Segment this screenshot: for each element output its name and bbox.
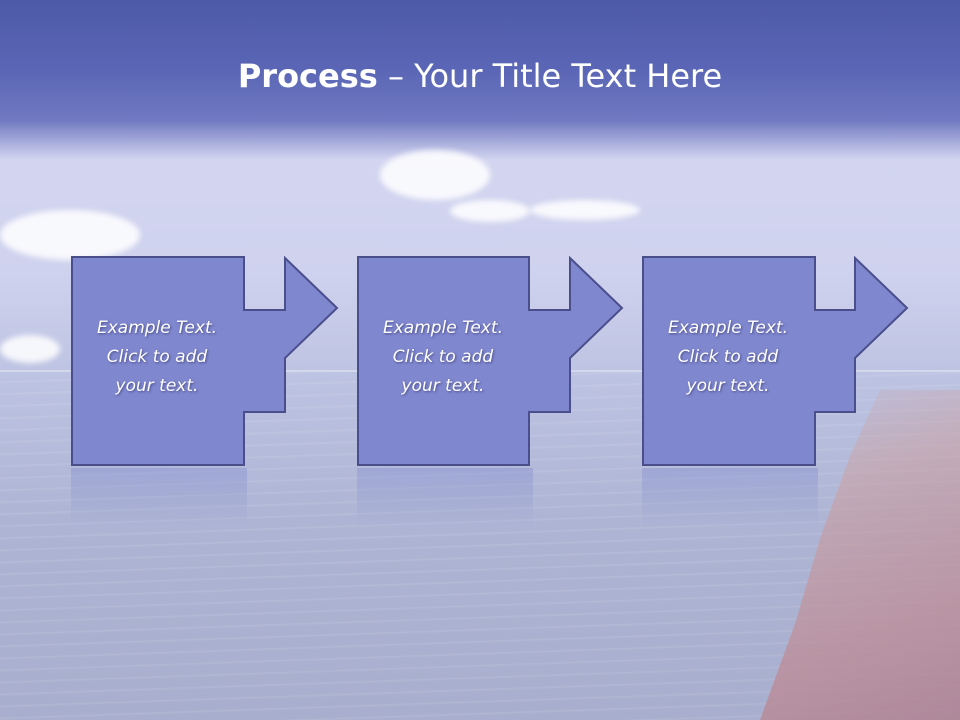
step-text[interactable]: Example Text. Click to add your text. bbox=[382, 318, 504, 396]
process-step-3[interactable]: Example Text. Click to add your text. bbox=[642, 255, 909, 466]
slide-title[interactable]: Process – Your Title Text Here bbox=[0, 52, 960, 100]
step-text[interactable]: Example Text. Click to add your text. bbox=[96, 318, 218, 396]
process-step-2[interactable]: Example Text. Click to add your text. bbox=[357, 255, 624, 466]
process-step-1[interactable]: Example Text. Click to add your text. bbox=[71, 255, 339, 466]
step-reflection bbox=[71, 468, 247, 530]
step-shape bbox=[357, 255, 624, 466]
step-reflection bbox=[357, 468, 533, 530]
step-shape bbox=[642, 255, 909, 466]
cloud bbox=[0, 210, 140, 260]
step-reflection bbox=[642, 468, 818, 530]
title-banner bbox=[0, 0, 960, 160]
cloud bbox=[0, 335, 60, 363]
title-bold: Process bbox=[237, 57, 378, 95]
step-text[interactable]: Example Text. Click to add your text. bbox=[667, 318, 789, 396]
title-rest: – Your Title Text Here bbox=[377, 57, 723, 95]
cloud bbox=[450, 200, 530, 222]
cloud bbox=[380, 150, 490, 200]
step-shape bbox=[71, 255, 339, 466]
cloud bbox=[530, 200, 640, 220]
